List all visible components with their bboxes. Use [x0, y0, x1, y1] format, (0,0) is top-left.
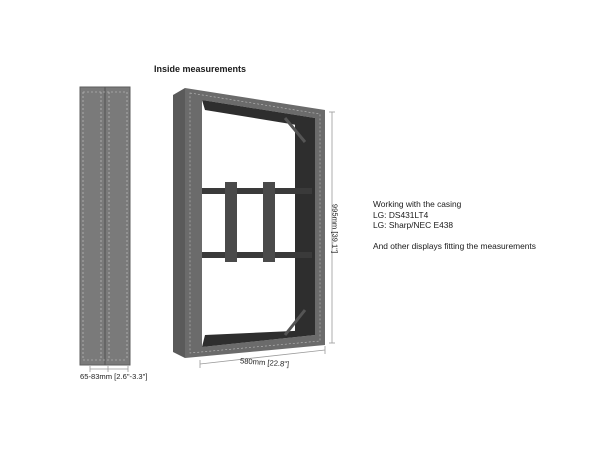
depth-dimension-line: [89, 366, 129, 372]
width-dimension-line: [199, 346, 326, 368]
side-view-panel: [79, 86, 131, 366]
diagram-title: Inside measurements: [154, 64, 247, 74]
info-line-model-2: LG: Sharp/NEC E438: [373, 220, 454, 231]
compatibility-info: Working with the casing LG: DS431LT4 LG:…: [373, 199, 536, 251]
height-dimension-line: [329, 111, 335, 344]
info-line-other: And other displays fitting the measureme…: [373, 240, 536, 251]
info-line-casing: Working with the casing: [373, 199, 462, 209]
info-line-model-1: LG: DS431LT4: [373, 209, 429, 220]
height-dimension-label: 995mm [39.1"]: [330, 203, 340, 254]
casing-frame: [173, 88, 325, 358]
depth-dimension-label: 65-83mm [2.6"-3.3"]: [80, 372, 148, 381]
